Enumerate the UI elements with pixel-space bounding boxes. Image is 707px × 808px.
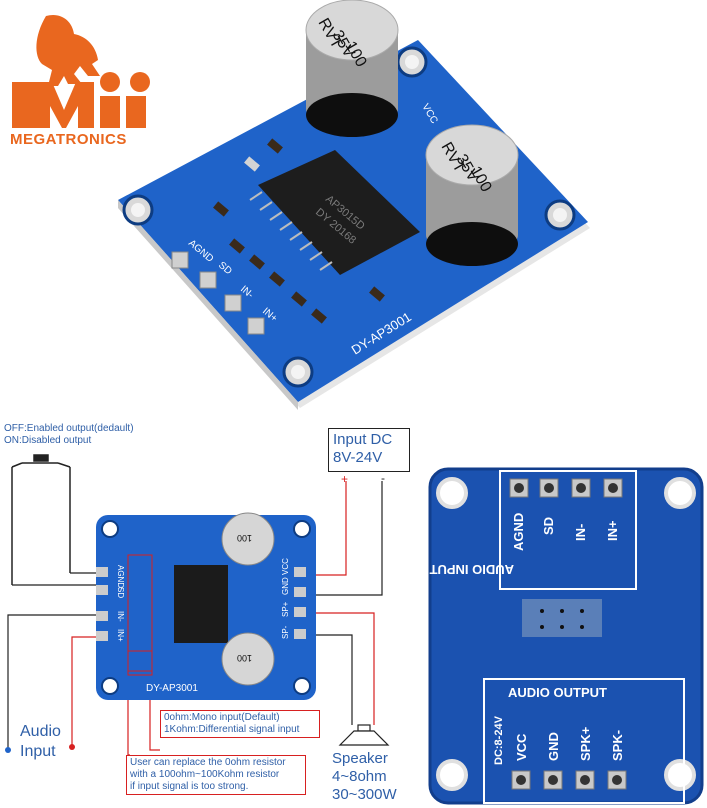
- audio-input-line2: Input: [20, 743, 56, 760]
- audio-input-title: AUDIO INPUT: [429, 562, 514, 577]
- back-pin-in-minus: IN-: [573, 524, 588, 541]
- mini-pin-gnd: GND: [281, 577, 290, 595]
- center-pad: [522, 599, 602, 637]
- audio-input-section: [499, 470, 637, 590]
- audio-input-dot: [69, 744, 75, 750]
- input-dc-voltage: 8V-24V: [333, 449, 383, 466]
- speaker-icon: [338, 724, 390, 746]
- mini-pin-sd: SD: [116, 587, 125, 598]
- capacitor-1: 100 35V RVT: [305, 0, 399, 137]
- audio-output-title: AUDIO OUTPUT: [508, 685, 607, 700]
- resistor-note-diff: 1Kohm:Differential signal input: [164, 724, 300, 735]
- switch-note-off: OFF:Enabled output(dedault): [4, 423, 134, 434]
- solder-pads: [171, 251, 265, 335]
- mini-pin-in-plus: IN+: [116, 629, 125, 642]
- switch-note-on: ON:Disabled output: [4, 435, 92, 446]
- back-pin-in-plus: IN+: [605, 520, 620, 541]
- audio-input-line1: Audio: [20, 723, 61, 740]
- back-pin-spk-minus: SPK-: [610, 730, 625, 761]
- logo-text: MEGATRONICS: [10, 131, 127, 148]
- back-board-photo: AGND SD IN- IN+ AUDIO INPUT AUDIO OUTPUT…: [428, 467, 704, 805]
- back-pin-spk-plus: SPK+: [578, 726, 593, 761]
- back-pin-gnd: GND: [546, 732, 561, 761]
- minus-sign: -: [381, 471, 385, 485]
- resistor-tip-1: User can replace the 0ohm resistor: [130, 757, 286, 768]
- mini-board: [96, 512, 316, 700]
- resistor-note-box: 0ohm:Mono input(Default) 1Kohm:Different…: [160, 710, 320, 738]
- input-dc-box: Input DC 8V-24V: [328, 428, 410, 472]
- back-mounting-holes: [436, 477, 696, 791]
- back-pin-sd: SD: [541, 517, 556, 535]
- speaker-title: Speaker: [332, 750, 388, 767]
- mini-cap1-value: 100: [237, 533, 252, 543]
- speaker-label: Speaker 4~8ohm 30~300W: [332, 750, 397, 804]
- capacitor-2: 100 35V RVT: [425, 124, 519, 266]
- amplifier-chip: AP3015D DY 20168: [249, 150, 420, 275]
- back-pin-dc: DC:8-24V: [493, 715, 505, 765]
- back-pin-vcc: VCC: [514, 733, 529, 761]
- back-pin-agnd: AGND: [511, 513, 526, 551]
- mini-pin-sp-plus: SP+: [281, 601, 290, 617]
- audio-output-section: [483, 678, 685, 804]
- switch-icon: [11, 454, 71, 585]
- gorilla-logo-icon: [12, 14, 150, 128]
- smd-components: [213, 138, 385, 324]
- mini-board-model: DY-AP3001: [146, 683, 198, 694]
- top-board-photo: AP3015D DY 20168 100 35V RVT 100 35V RVT…: [118, 0, 590, 410]
- wires: [7, 481, 383, 756]
- mini-pin-agnd: AGND: [116, 565, 125, 588]
- plus-sign: +: [341, 472, 349, 486]
- mini-pin-vcc: VCC: [281, 558, 290, 575]
- audio-ground-dot: [5, 747, 11, 753]
- wiring-diagram: AGND SD IN- IN+ VCC GND SP+ SP- DY-AP300…: [5, 454, 390, 756]
- mini-pin-in-minus: IN-: [116, 611, 125, 622]
- speaker-power: 30~300W: [332, 786, 397, 803]
- resistor-tip-2: with a 100ohm~100Kohm resistor: [130, 769, 280, 780]
- mini-cap2-value: 100: [237, 653, 252, 663]
- resistor-tip-3: if input signal is too strong.: [130, 781, 249, 792]
- speaker-impedance: 4~8ohm: [332, 768, 387, 785]
- mounting-holes: [122, 46, 576, 388]
- resistor-note-mono: 0ohm:Mono input(Default): [164, 712, 280, 723]
- input-dc-label: Input DC: [333, 431, 393, 448]
- switch-note: OFF:Enabled output(dedault) ON:Disabled …: [4, 423, 134, 447]
- mini-pin-sp-minus: SP-: [281, 625, 290, 639]
- resistor-tip-box: User can replace the 0ohm resistor with …: [126, 755, 306, 795]
- audio-input-label: Audio Input: [20, 722, 61, 762]
